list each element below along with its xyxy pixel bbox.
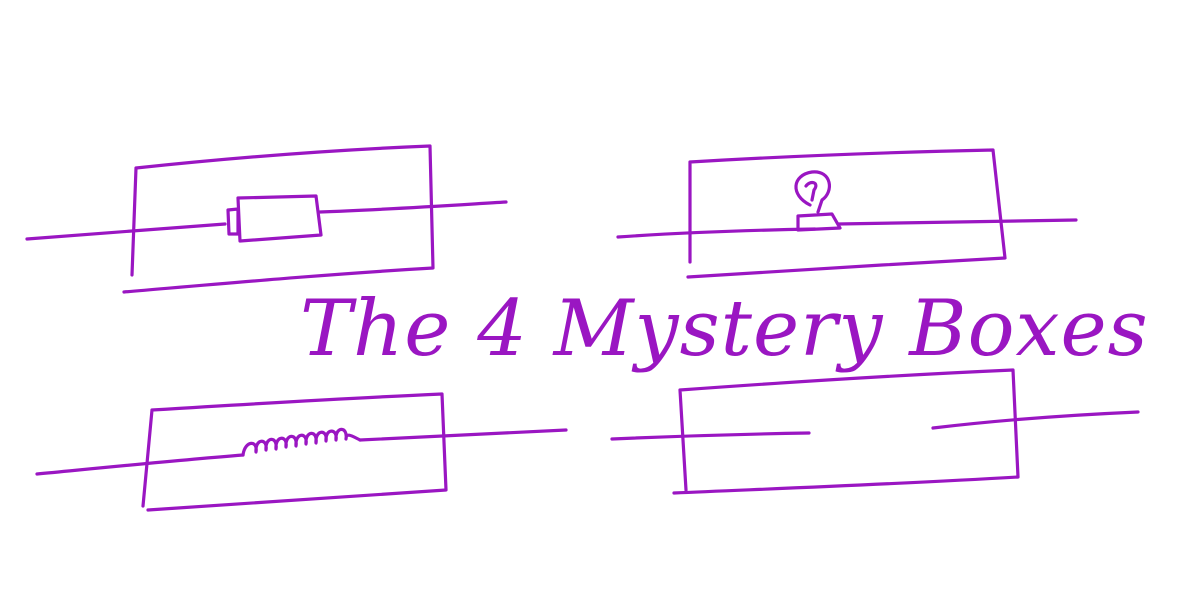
box-open-gap bbox=[610, 368, 1140, 495]
wire-right bbox=[318, 200, 508, 214]
diagram-title: The 4 Mystery Boxes bbox=[300, 284, 1149, 374]
wire-right bbox=[836, 218, 1078, 226]
box-outline bbox=[122, 144, 435, 294]
bulb-icon bbox=[794, 170, 842, 232]
coil-icon bbox=[241, 427, 362, 457]
box-bulb bbox=[616, 148, 1078, 279]
resistor-icon bbox=[226, 194, 323, 243]
box-outline bbox=[686, 148, 1007, 279]
wire-right bbox=[358, 428, 568, 442]
wire-left bbox=[35, 453, 245, 476]
box-coil bbox=[35, 392, 568, 512]
box-resistor bbox=[25, 144, 508, 294]
box-outline bbox=[672, 368, 1020, 495]
wire-right bbox=[931, 410, 1140, 430]
wire-left bbox=[610, 431, 811, 441]
box-outline bbox=[141, 392, 448, 512]
wire-left bbox=[25, 222, 227, 241]
wire-left bbox=[616, 227, 817, 239]
